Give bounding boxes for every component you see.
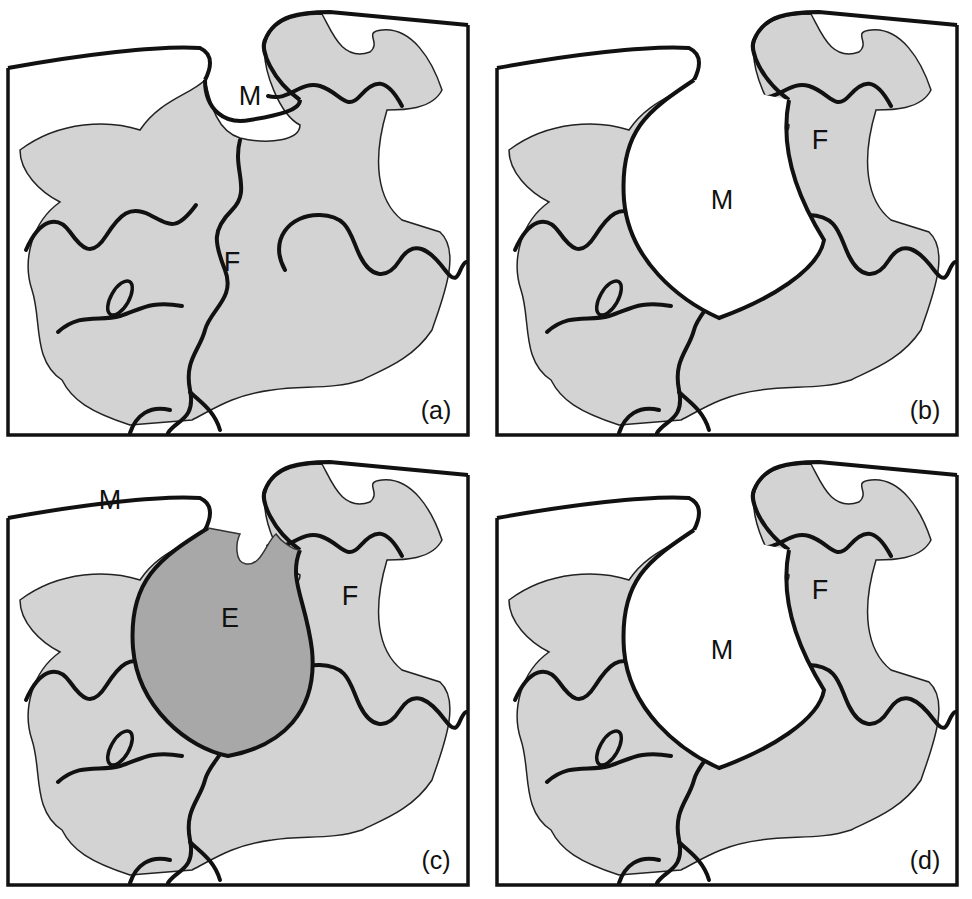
region-letter: F	[224, 249, 241, 276]
region-letter: M	[99, 487, 122, 514]
region-letter: M	[711, 637, 734, 664]
region-letter: M	[711, 187, 734, 214]
panel-d	[497, 462, 957, 885]
region-letter: M	[239, 83, 262, 110]
region-letter: F	[812, 127, 829, 154]
panel-c	[8, 462, 468, 885]
panel-tag: (b)	[910, 398, 941, 423]
panel-a	[8, 12, 468, 435]
panel-tag: (c)	[421, 848, 450, 873]
panel-tag: (a)	[421, 398, 452, 423]
region-letter: F	[812, 577, 829, 604]
region-letter: E	[221, 605, 239, 632]
panel-tag: (d)	[910, 848, 941, 873]
panel-b	[497, 12, 957, 435]
region-letter: F	[342, 583, 359, 610]
